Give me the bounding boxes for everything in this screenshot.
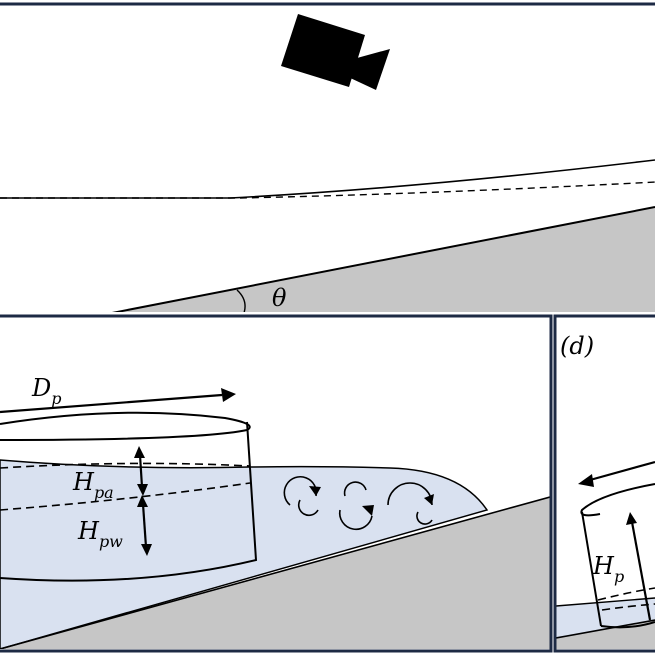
slope-surface-line xyxy=(111,206,655,312)
hpa-arrow xyxy=(134,446,148,496)
diameter-arrow xyxy=(0,393,223,414)
hpw-arrow xyxy=(137,495,152,556)
bottom-right-panel: Hp (d) xyxy=(556,332,655,649)
cylinder-top-rim xyxy=(0,411,251,441)
inner-air-level xyxy=(0,482,251,511)
diameter-arrowhead xyxy=(578,474,594,487)
diameter-arrowhead xyxy=(221,388,236,402)
inner-water-level xyxy=(0,462,251,469)
bottom-right-frame xyxy=(553,314,655,653)
camera-icon xyxy=(281,14,390,90)
panel-d-label: (d) xyxy=(560,332,594,360)
hpw-label: Hpw xyxy=(77,517,123,551)
top-panel: θ xyxy=(0,14,655,312)
height-arrow xyxy=(626,512,652,621)
vortex-icon xyxy=(283,475,434,531)
slope-surface-line xyxy=(0,496,550,649)
cylinder xyxy=(0,411,258,582)
height-label: Hp xyxy=(592,552,624,586)
angle-label: θ xyxy=(272,284,287,312)
water-body xyxy=(556,598,655,638)
bottom-left-frame xyxy=(0,314,553,653)
angle-arc xyxy=(236,289,246,312)
slope-surface-line xyxy=(556,619,655,639)
water-surface-line xyxy=(556,597,655,607)
diameter-arrow xyxy=(589,460,655,482)
diameter-label: Dp xyxy=(31,374,62,408)
water-surface-line xyxy=(0,159,655,199)
dashed-reference-line xyxy=(0,181,655,199)
hpa-label: Hpa xyxy=(72,468,114,502)
bottom-left-panel: Dp Hpa Hpw xyxy=(0,374,550,649)
tilted-cylinder xyxy=(580,483,655,629)
